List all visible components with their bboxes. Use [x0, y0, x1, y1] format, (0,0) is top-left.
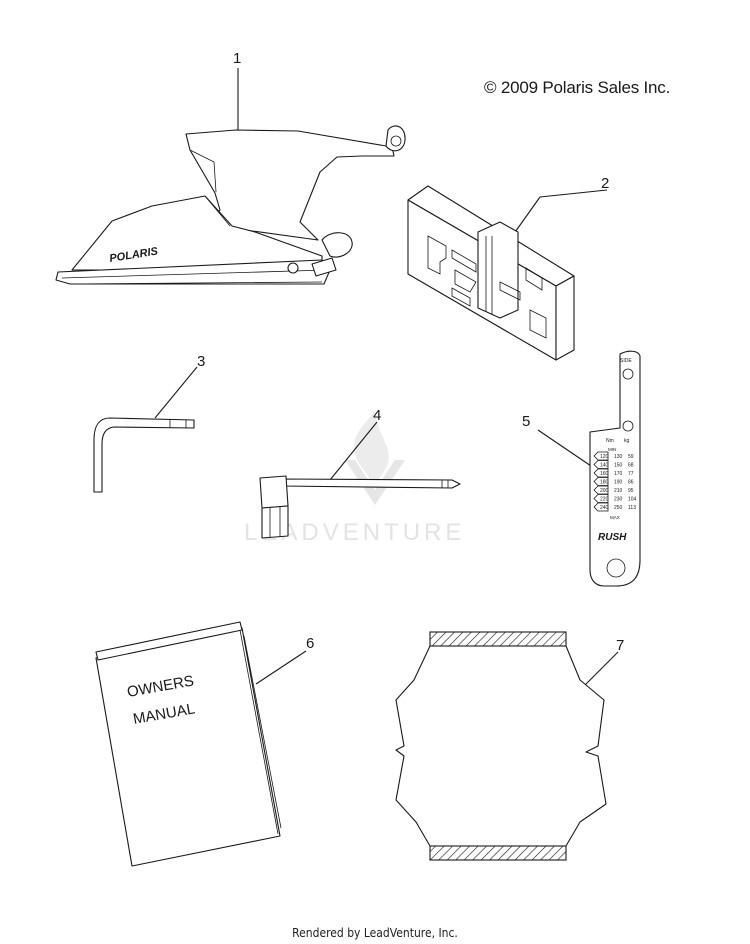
gauge-brand-label: RUSH [598, 532, 627, 543]
gauge-kg-header: kg [624, 438, 630, 444]
gauge-top-label: SIDE [620, 358, 632, 364]
gauge-mid-value: 130 [614, 454, 623, 460]
gauge-nm-header: Nm [606, 438, 614, 444]
callout-5: 5 [522, 413, 530, 430]
part-7-drive-belt[interactable]: 7 [395, 631, 624, 861]
callout-6: 6 [306, 635, 314, 652]
callout-3: 3 [197, 353, 205, 370]
footer-credit: Rendered by LeadVenture, Inc. [292, 926, 458, 940]
part-1-tool-bag[interactable]: 1 POLARIS [55, 50, 406, 285]
gauge-nm-value: 200 [600, 488, 609, 494]
part-5-gauge-tool[interactable]: 5 SIDE Nm kg MIN 120 130 59 140 150 68 160 170 7… [522, 350, 641, 587]
gauge-nm-value: 160 [600, 471, 609, 477]
callout-7: 7 [616, 637, 624, 654]
callout-2: 2 [601, 175, 609, 192]
gauge-kg-value: 77 [628, 471, 634, 477]
gauge-max-label: MAX [610, 515, 620, 520]
gauge-mid-value: 250 [614, 505, 623, 511]
gauge-kg-value: 59 [628, 454, 634, 460]
gauge-kg-value: 68 [628, 463, 634, 469]
gauge-mid-value: 230 [614, 497, 623, 503]
gauge-kg-value: 113 [628, 505, 636, 511]
gauge-nm-value: 220 [600, 497, 609, 503]
gauge-min-label: MIN [608, 447, 616, 452]
gauge-scale: 120 130 59 140 150 68 160 170 77 180 190 86 200 210 95… [593, 451, 637, 512]
gauge-marker [593, 451, 609, 461]
callout-1: 1 [233, 50, 241, 67]
part-2-tool-tray[interactable]: 2 [407, 175, 609, 361]
gauge-kg-value: 86 [628, 480, 634, 486]
gauge-nm-value: 240 [600, 505, 609, 511]
callout-4: 4 [373, 407, 381, 424]
gauge-marker [593, 460, 609, 469]
copyright-notice: © 2009 Polaris Sales Inc. [484, 78, 671, 97]
gauge-marker [593, 477, 609, 486]
gauge-kg-value: 95 [628, 488, 634, 494]
gauge-mid-value: 170 [614, 471, 623, 477]
gauge-nm-value: 120 [600, 454, 609, 460]
gauge-marker [593, 485, 609, 495]
gauge-kg-value: 104 [628, 497, 637, 503]
gauge-nm-value: 180 [600, 480, 609, 486]
gauge-mid-value: 210 [614, 488, 623, 494]
gauge-nm-value: 140 [600, 463, 609, 469]
gauge-marker [593, 468, 609, 478]
gauge-mid-value: 190 [614, 480, 623, 486]
part-4-socket-wrench[interactable]: 4 [259, 407, 461, 539]
part-6-owners-manual[interactable]: 6 OWNERS MANUAL [95, 621, 314, 867]
gauge-mid-value: 150 [614, 463, 623, 469]
gauge-marker [593, 502, 609, 512]
gauge-marker [593, 494, 609, 503]
part-3-hex-key[interactable]: 3 [93, 353, 205, 493]
